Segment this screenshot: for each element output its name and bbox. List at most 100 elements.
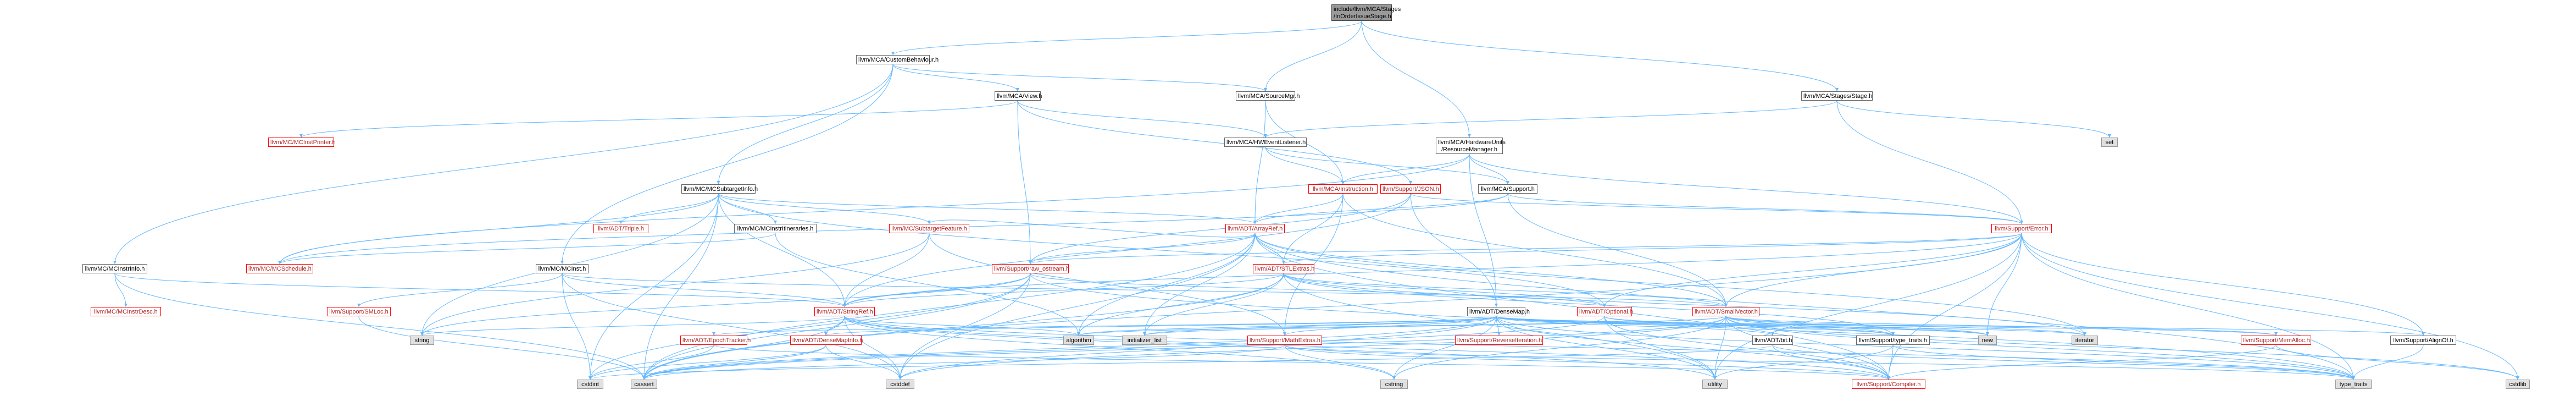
node-label-line: llvm/MCA/HWEventListener.h (1226, 139, 1306, 146)
edge-hwunits-to-densemap (1469, 153, 1498, 307)
node-mcinstritin[interactable]: llvm/MC/MCInstrItineraries.h (734, 224, 817, 233)
edge-stringref-to-string (420, 316, 845, 336)
edge-subtargetinfo-to-mcschedule (278, 193, 719, 265)
edge-arrayref-to-cassert (642, 233, 1256, 380)
node-label-line: llvm/Support/JSON.h (1383, 186, 1439, 193)
edge-densemap-to-cassert (642, 316, 1497, 380)
edge-stringref-to-algorithm (844, 316, 1080, 336)
node-label-line: llvm/ADT/DenseMapInfo.h (792, 337, 863, 344)
edge-view-to-json (1017, 100, 1412, 185)
node-subtargetinfo[interactable]: llvm/MC/MCSubtargetInfo.h (681, 184, 758, 194)
node-mcinst[interactable]: llvm/MC/MCInst.h (536, 264, 589, 273)
edge-stage-to-set (1836, 100, 2111, 138)
node-compiler[interactable]: llvm/Support/Compiler.h (1852, 380, 1925, 389)
node-label-line: llvm/ADT/bit.h (1755, 337, 1792, 344)
edge-densemap-to-bit (1496, 316, 1774, 336)
node-label-line: llvm/ADT/StringRef.h (817, 309, 873, 315)
node-typetraitsstd: type_traits (2335, 380, 2372, 389)
edge-rawostream-to-optional (1030, 273, 1606, 307)
node-instruction[interactable]: llvm/MCA/Instruction.h (1308, 184, 1378, 194)
edge-error-to-alignof (2021, 233, 2425, 336)
node-stlextras[interactable]: llvm/ADT/STLExtras.h (1253, 264, 1314, 273)
node-label-line: llvm/ADT/SmallVector.h (1695, 309, 1758, 315)
node-json[interactable]: llvm/Support/JSON.h (1380, 184, 1441, 194)
node-densemapinfo[interactable]: llvm/ADT/DenseMapInfo.h (790, 336, 863, 345)
edge-mcinst-to-stringref (562, 273, 846, 307)
edge-view-to-mcinstprinter (299, 100, 1018, 138)
edge-smallvector-to-compiler (1725, 316, 1890, 380)
node-cstddef: cstddef (886, 380, 914, 389)
node-view[interactable]: llvm/MCA/View.h (995, 91, 1042, 101)
edge-smallvector-to-cstring (1392, 316, 1726, 380)
node-string: string (410, 336, 434, 345)
node-memalloc[interactable]: llvm/Support/MemAlloc.h (2241, 336, 2311, 345)
edge-custombeh-to-view (892, 64, 1019, 92)
node-support[interactable]: llvm/MCA/Support.h (1478, 184, 1537, 194)
node-hwunits[interactable]: llvm/MCA/HardwareUnits/ResourceManager.h (1436, 138, 1506, 154)
node-bit[interactable]: llvm/ADT/bit.h (1752, 336, 1793, 345)
node-mathextras[interactable]: llvm/Support/MathExtras.h (1247, 336, 1322, 345)
node-optional[interactable]: llvm/ADT/Optional.h (1577, 307, 1633, 316)
node-error[interactable]: llvm/Support/Error.h (1991, 224, 2052, 233)
node-stage[interactable]: llvm/MCA/Stages/Stage.h (1801, 91, 1873, 101)
node-mcinstprinter[interactable]: llvm/MC/MCInstPrinter.h (268, 138, 336, 147)
edge-densemap-to-algorithm (1077, 316, 1497, 336)
edge-stringref-to-stlextras (844, 273, 1285, 307)
edge-densemap-to-memalloc (1496, 316, 2278, 336)
edge-json-to-error (1410, 193, 2023, 224)
edge-smloc-to-cassert (358, 316, 646, 380)
node-arrayref[interactable]: llvm/ADT/ArrayRef.h (1225, 224, 1285, 233)
node-hweventlistener[interactable]: llvm/MCA/HWEventListener.h (1224, 138, 1307, 147)
node-mcinstrdesc[interactable]: llvm/MC/MCInstrDesc.h (91, 307, 161, 316)
edge-mathextras-to-typetraitsstd (1284, 344, 2355, 380)
node-label-line: llvm/MCA/View.h (997, 93, 1042, 100)
edge-densemap-to-densemapinfo (824, 316, 1497, 336)
edge-densemap-to-cstring (1392, 316, 1497, 380)
node-triple[interactable]: llvm/ADT/Triple.h (593, 224, 648, 233)
edge-mathextras-to-cstring (1284, 344, 1396, 380)
edge-typetraits-to-typetraitsstd (1892, 344, 2355, 380)
edge-epochtracker-to-compiler (713, 344, 1890, 380)
edge-smallvector-to-utility (1713, 316, 1726, 380)
node-label-line: cstdlib (2509, 381, 2527, 388)
node-custombeh[interactable]: llvm/MCA/CustomBehaviour.h (856, 55, 939, 64)
node-new: new (1978, 336, 1997, 345)
node-epochtracker[interactable]: llvm/ADT/EpochTracker.h (680, 336, 751, 345)
node-smloc[interactable]: llvm/Support/SMLoc.h (327, 307, 391, 316)
edge-densemap-to-alignof (1496, 316, 2425, 336)
edge-subtargetinfo-to-arrayref (718, 193, 1257, 224)
node-sourcemgr[interactable]: llvm/MCA/SourceMgr.h (1236, 91, 1300, 101)
edge-optional-to-compiler (1604, 316, 1890, 380)
node-label-line: initializer_list (1127, 337, 1162, 344)
edge-bit-to-cstdint (589, 344, 1773, 380)
node-label-line: llvm/Support/ReverseIteration.h (1457, 337, 1542, 344)
node-reverseiter[interactable]: llvm/Support/ReverseIteration.h (1455, 336, 1543, 345)
node-label-line: llvm/ADT/Triple.h (598, 226, 644, 232)
node-subtargetfeature[interactable]: llvm/MC/SubtargetFeature.h (889, 224, 969, 233)
edge-root-to-sourcemgr (1264, 20, 1362, 92)
node-stringref[interactable]: llvm/ADT/StringRef.h (814, 307, 875, 316)
edge-sourcemgr-to-arrayref (1253, 100, 1266, 224)
node-mcschedule[interactable]: llvm/MC/MCSchedule.h (246, 264, 313, 273)
node-iterator: iterator (2072, 336, 2098, 345)
node-label-line: llvm/Support/MemAlloc.h (2243, 337, 2310, 344)
edge-subtargetfeature-to-arrayref (929, 219, 1257, 238)
node-densemap[interactable]: llvm/ADT/DenseMap.h (1467, 307, 1530, 316)
edge-arrayref-to-cstddef (898, 233, 1256, 380)
node-mcinstrinfo[interactable]: llvm/MC/MCInstrInfo.h (82, 264, 147, 273)
edge-densemap-to-initlist (1143, 316, 1497, 336)
node-label-line: llvm/MC/SubtargetFeature.h (891, 226, 967, 232)
edge-hweventlistener-to-instruction (1265, 146, 1345, 185)
node-rawostream[interactable]: llvm/Support/raw_ostream.h (992, 264, 1069, 273)
edge-error-to-utility (1713, 233, 2022, 380)
node-alignof[interactable]: llvm/Support/AlignOf.h (2390, 336, 2456, 345)
edge-densemap-to-typetraitsstd (1496, 316, 2355, 380)
node-typetraits[interactable]: llvm/Support/type_traits.h (1856, 336, 1930, 345)
node-smallvector[interactable]: llvm/ADT/SmallVector.h (1692, 307, 1759, 316)
edge-subtargetinfo-to-cassert (642, 193, 719, 380)
node-label-line: cstdint (581, 381, 599, 388)
node-set: set (2101, 138, 2118, 147)
node-label-line: include/llvm/MCA/Stages (1334, 6, 1401, 13)
edge-support-to-arrayref (1253, 193, 1508, 224)
edge-root-to-hwunits (1361, 20, 1471, 138)
